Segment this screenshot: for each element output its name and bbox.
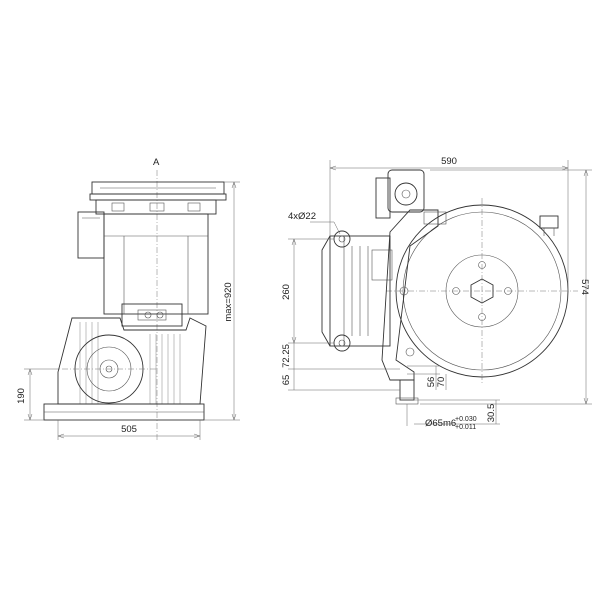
front-view: 590 574 4xØ22 260 72.25	[281, 156, 592, 431]
dim-505-label: 505	[121, 424, 137, 435]
dim-30-5-label: 30.5	[486, 404, 497, 423]
dim-590	[329, 160, 569, 291]
dim-72-25	[288, 343, 400, 370]
dim-574	[420, 169, 592, 405]
dim-height-label: max=920	[223, 282, 234, 321]
dim-holes-label: 4xØ22	[288, 211, 316, 222]
dim-72-25-label: 72.25	[281, 344, 292, 368]
gearbox-housing	[57, 317, 207, 405]
dim-190	[24, 368, 60, 421]
dim-65	[288, 369, 400, 391]
brake-pin	[394, 182, 418, 206]
coupling	[121, 303, 183, 327]
brake-arm	[375, 177, 391, 219]
terminal-box	[77, 211, 105, 259]
dim-56-label: 56	[426, 377, 437, 388]
mount-hole-upper	[333, 230, 351, 248]
dim-56-70	[407, 365, 447, 390]
dim-260-label: 260	[281, 284, 292, 300]
dim-70-label: 70	[436, 377, 447, 388]
motor-body	[103, 213, 209, 315]
dim-590-label: 590	[441, 156, 457, 167]
dim-505	[57, 420, 201, 440]
side-view: A	[16, 157, 240, 440]
tol-lower-label: +0.011	[455, 424, 476, 431]
dim-65-label: 65	[281, 375, 292, 386]
dim-260	[288, 238, 334, 344]
top-plate-flange	[89, 193, 227, 201]
brake-bracket	[387, 169, 425, 213]
dim-shaft-label: Ø65m6	[425, 418, 456, 429]
mount-hole-lower	[333, 334, 351, 352]
output-shaft	[399, 379, 415, 401]
motor-housing	[329, 235, 391, 347]
section-label-a: A	[153, 157, 160, 168]
dim-30-5	[414, 399, 500, 425]
terminal-connector	[539, 215, 559, 229]
frame-plate	[381, 209, 439, 381]
gearbox-ribs	[79, 322, 181, 404]
brake-assembly	[95, 199, 217, 215]
dim-190-label: 190	[16, 388, 27, 404]
dim-height	[204, 181, 240, 421]
dim-574-label: 574	[579, 279, 590, 295]
tol-upper-label: +0.030	[455, 416, 477, 423]
